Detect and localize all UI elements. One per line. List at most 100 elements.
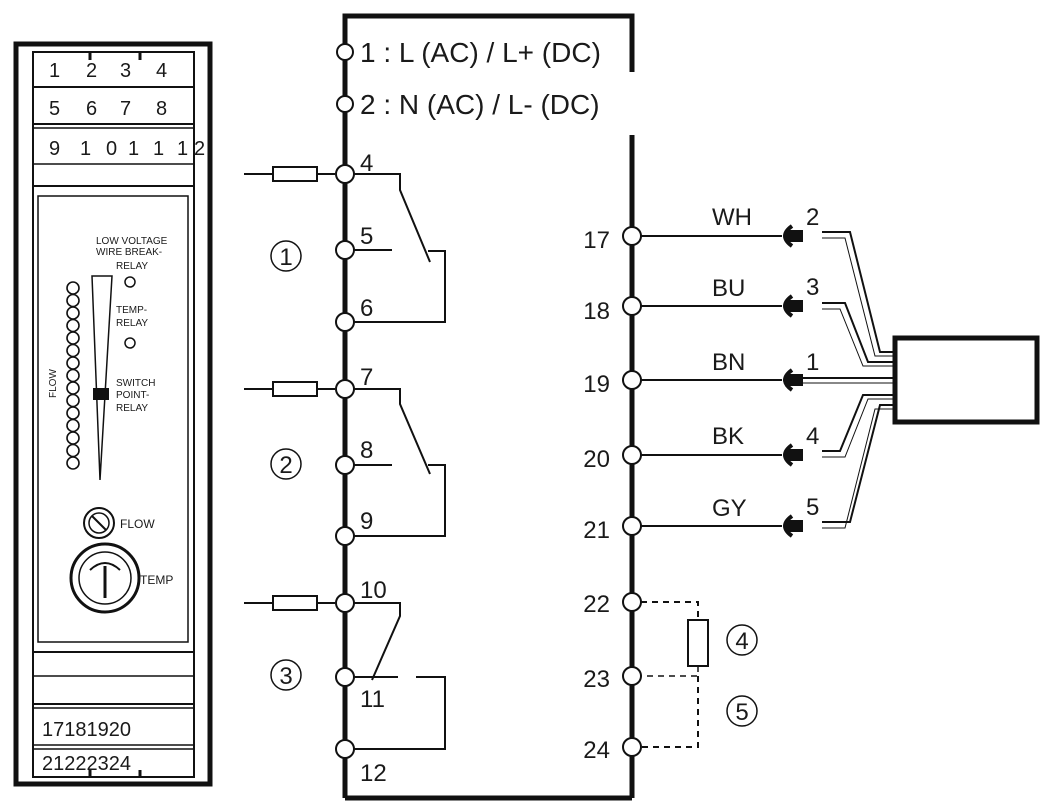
terminal-row-2: 5 6 7 8 — [49, 98, 167, 120]
flow-led — [66, 443, 80, 458]
label-terminal-18: 18 — [583, 298, 610, 325]
flow-led — [66, 343, 80, 358]
terminal-4 — [335, 164, 355, 184]
flow-knob[interactable] — [83, 507, 115, 539]
terminal-block: 1 : L (AC) / L+ (DC) 2 : N (AC) / L- (DC… — [244, 13, 642, 801]
led-temp — [124, 337, 136, 349]
flow-led — [66, 418, 80, 433]
terminal-1 — [336, 43, 354, 61]
wire-color-wh: WH — [712, 204, 752, 231]
resistor — [687, 619, 709, 667]
terminal-12 — [335, 739, 355, 759]
terminal-row3-g: 2 — [194, 138, 205, 160]
wire-pin-1: 1 — [806, 349, 819, 376]
terminal-row2-8: 8 — [156, 98, 167, 120]
relay-marker-2 — [270, 448, 302, 480]
terminal-row3-c: 0 — [106, 138, 117, 160]
terminal-row1-2: 2 — [86, 60, 97, 82]
terminal-20 — [622, 445, 642, 465]
terminal-10 — [335, 593, 355, 613]
connector-pin-1 — [783, 368, 794, 392]
flow-led — [66, 281, 80, 295]
label-terminal-21: 21 — [583, 517, 610, 544]
terminal-row3-d: 1 — [128, 138, 139, 160]
terminal-19 — [622, 370, 642, 390]
flow-led — [66, 306, 80, 320]
relay-marker-1-label: 1 — [279, 244, 292, 271]
terminal-22 — [622, 592, 642, 612]
label-flow-knob: FLOW — [120, 517, 155, 531]
terminal-row3-f: 1 — [177, 138, 188, 160]
terminal-row1-4: 4 — [156, 60, 167, 82]
terminal-row5: 21222324 — [42, 753, 131, 775]
resistor-marker-5-label: 5 — [735, 699, 748, 726]
label-point: POINT- — [116, 390, 149, 401]
terminal-11 — [335, 667, 355, 687]
flow-wedge-indicator — [91, 275, 113, 481]
fuse-relay-3 — [272, 595, 318, 611]
terminal-row3-b: 1 — [80, 138, 91, 160]
terminal-row1-1: 1 — [49, 60, 60, 82]
block-frame-top — [342, 13, 635, 72]
terminal-2 — [336, 95, 354, 113]
label-terminal-5: 5 — [360, 223, 373, 250]
connector-pin-2 — [783, 224, 794, 248]
label-temp-knob: TEMP — [140, 573, 173, 587]
flow-led — [66, 381, 80, 395]
terminal-row2-5: 5 — [49, 98, 60, 120]
wire-color-bk: BK — [712, 423, 744, 450]
flow-led — [66, 318, 80, 333]
label-terminal-8: 8 — [360, 437, 373, 464]
device-front-panel: 1 2 3 4 5 6 7 8 9 1 0 1 1 1 2 LOW VOLTAG… — [13, 41, 213, 787]
terminal-6 — [335, 312, 355, 332]
connector-pin-5 — [783, 514, 794, 538]
terminal-18 — [622, 296, 642, 316]
flow-led — [66, 431, 80, 445]
resistor-marker-5 — [726, 695, 758, 727]
relay-marker-1 — [270, 240, 302, 272]
label-terminal-22: 22 — [583, 591, 610, 618]
label-switch: SWITCH — [116, 378, 155, 389]
wire-pin-3: 3 — [806, 274, 819, 301]
label-terminal-4: 4 — [360, 150, 373, 177]
wire-color-bu: BU — [712, 275, 745, 302]
terminal-9 — [335, 526, 355, 546]
terminal-23 — [622, 666, 642, 686]
led-low-voltage — [124, 276, 136, 288]
label-terminal-7: 7 — [360, 364, 373, 391]
terminal-row2-7: 7 — [120, 98, 131, 120]
front-panel-frame — [37, 195, 189, 643]
flow-led-bar — [66, 281, 80, 470]
flow-led — [66, 356, 80, 370]
sensor-housing — [892, 335, 1040, 425]
label-switch-relay: RELAY — [116, 403, 148, 414]
label-terminal-1: 1 : L (AC) / L+ (DC) — [360, 37, 601, 68]
relay-marker-3 — [270, 659, 302, 691]
label-temp: TEMP- — [116, 305, 147, 316]
label-temp-relay: RELAY — [116, 318, 148, 329]
terminal-17 — [622, 226, 642, 246]
label-terminal-11: 11 — [360, 686, 385, 713]
terminal-row-1: 1 2 3 4 — [49, 60, 167, 82]
terminal-21 — [622, 516, 642, 536]
flow-led — [66, 331, 80, 345]
label-terminal-20: 20 — [583, 446, 610, 473]
label-wire-break: WIRE BREAK- — [96, 247, 162, 258]
temp-knob[interactable] — [69, 542, 141, 614]
label-low-voltage: LOW VOLTAGE — [96, 236, 168, 247]
label-terminal-10: 10 — [360, 577, 387, 604]
flow-led — [66, 406, 80, 420]
terminal-row2-6: 6 — [86, 98, 97, 120]
device-outline — [13, 41, 213, 787]
resistor-marker-4 — [726, 624, 758, 656]
terminal-24 — [622, 737, 642, 757]
label-terminal-23: 23 — [583, 666, 610, 693]
sensor-wiring: WH 2 BU 3 BN 1 BK 4 GY 5 — [641, 204, 1040, 538]
wire-pin-5: 5 — [806, 494, 819, 521]
label-terminal-19: 19 — [583, 371, 610, 398]
fuse-relay-1 — [272, 166, 318, 182]
terminal-row3-a: 9 — [49, 138, 60, 160]
flow-led — [66, 293, 80, 308]
label-flow-vertical: FLOW — [48, 369, 59, 398]
